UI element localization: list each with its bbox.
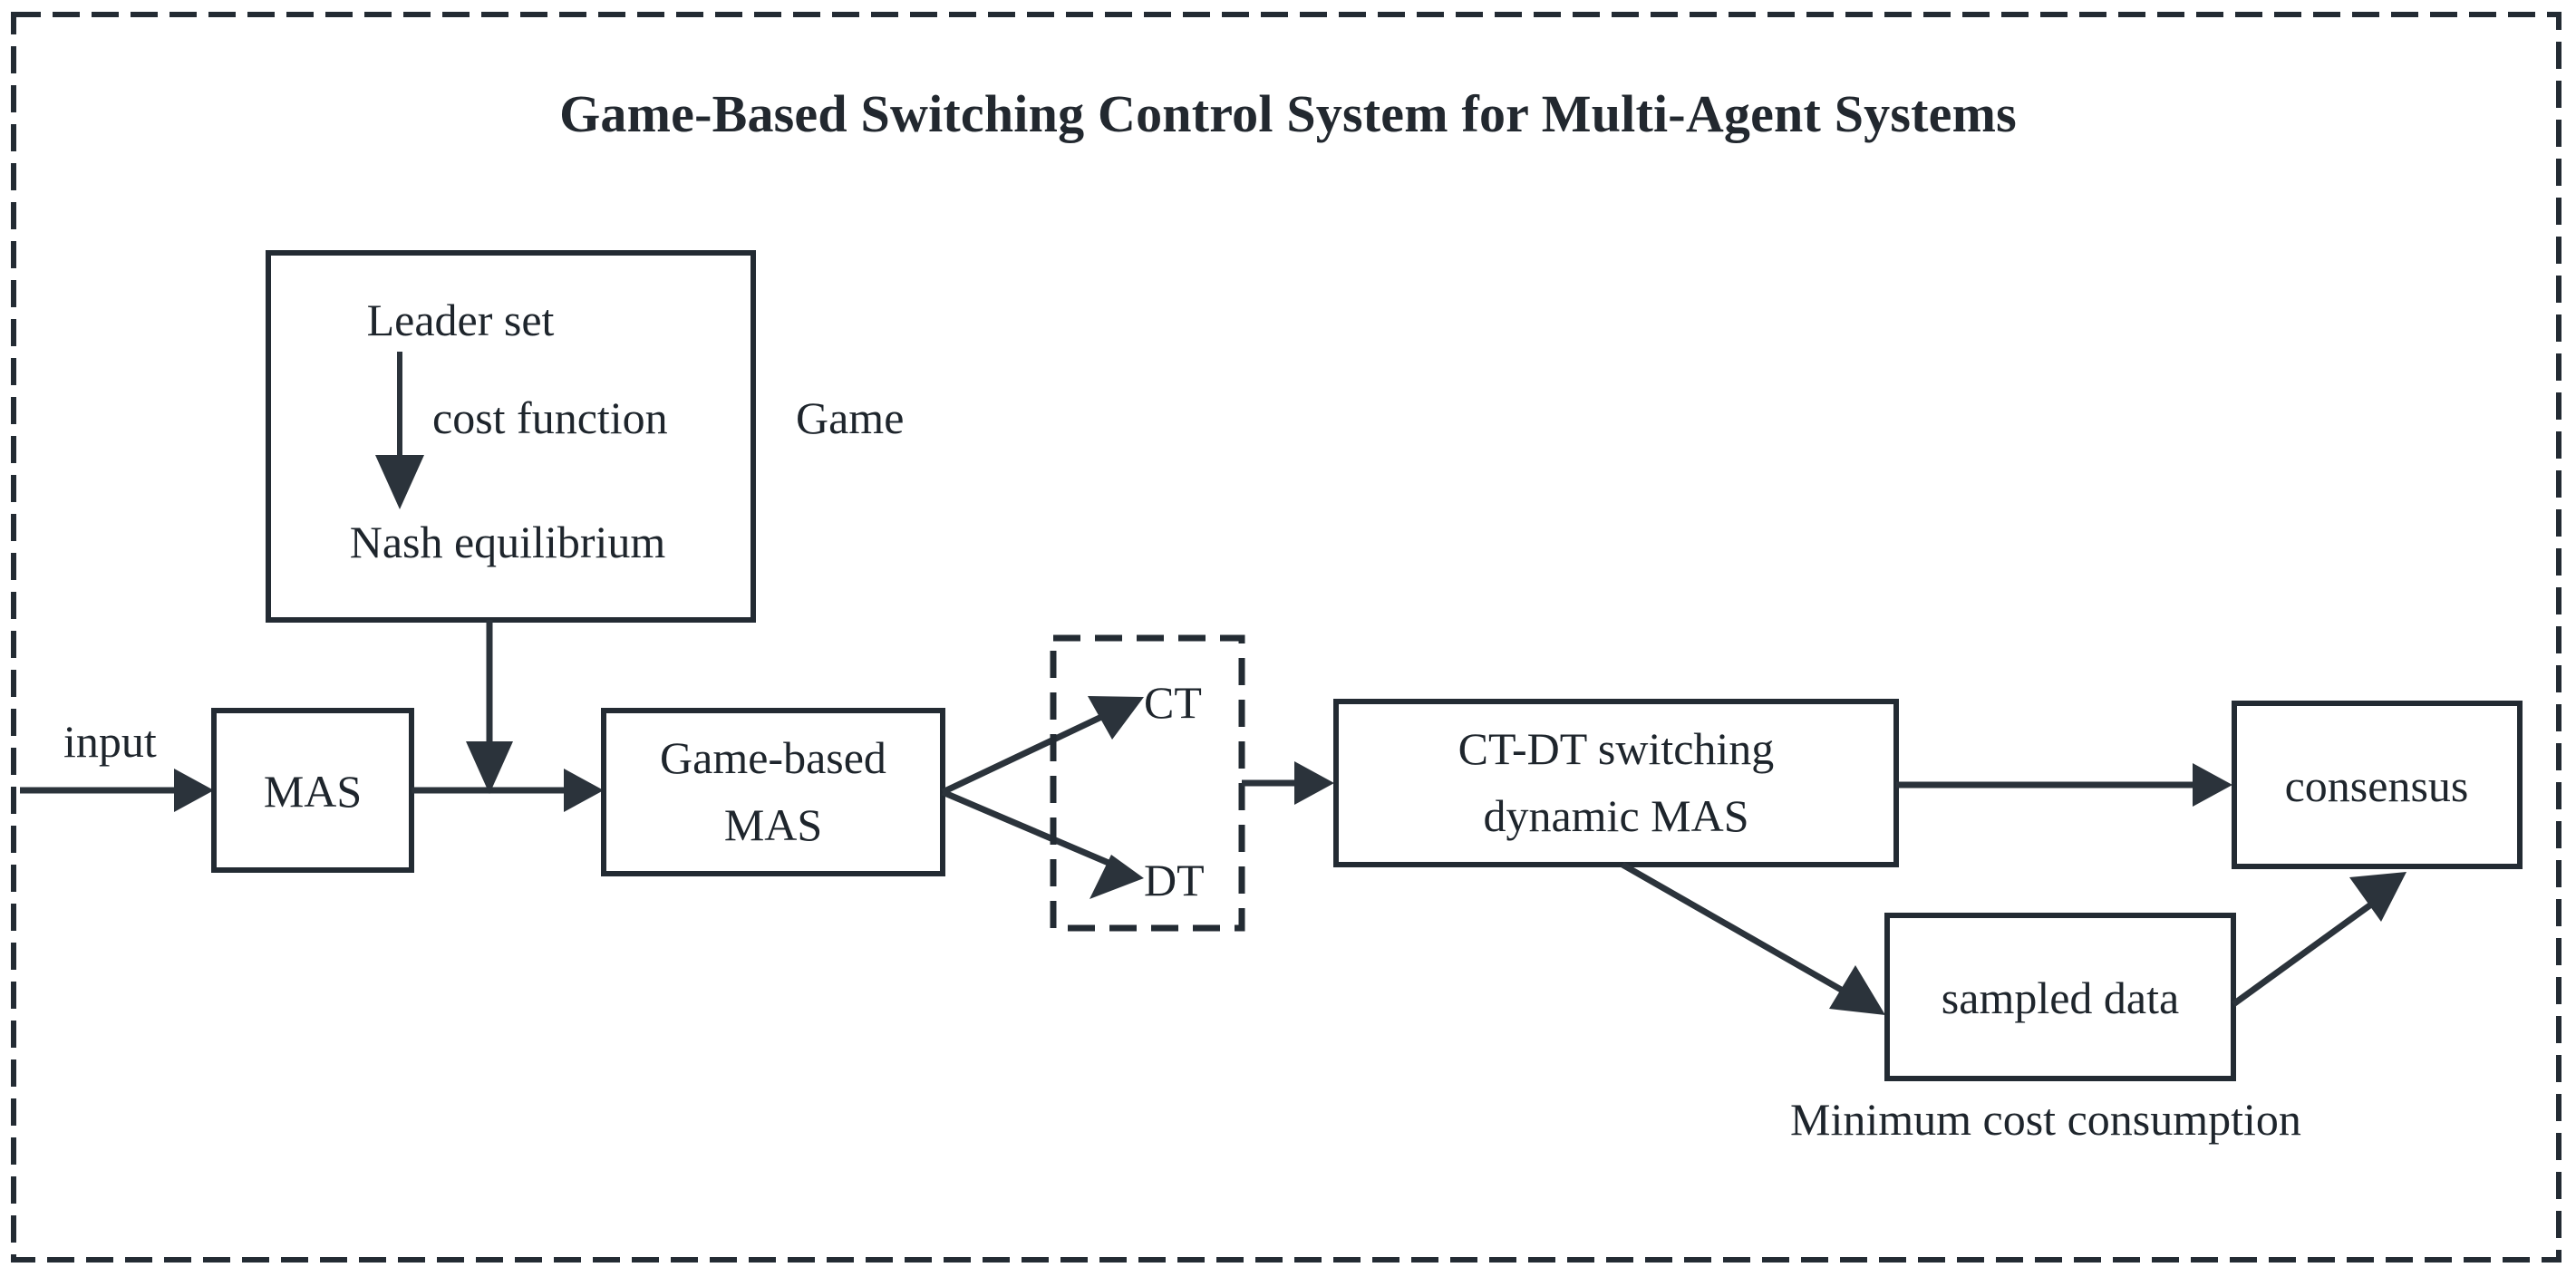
game-box-leader-set-label: Leader set xyxy=(367,295,555,345)
cost-function-label: cost function xyxy=(432,392,668,443)
outer-dashed-frame xyxy=(11,12,2561,1262)
split-to-dt-arrow-head xyxy=(1089,855,1144,899)
split-to-ct-line xyxy=(941,707,1117,796)
sampled-data-to-consensus-arrow-head xyxy=(2349,872,2407,922)
input-label: input xyxy=(63,716,157,767)
cost-function-arrow-head xyxy=(375,455,424,509)
game-label: Game xyxy=(796,392,904,443)
ctdt-to-sampled-data-line xyxy=(1621,861,1851,998)
node-mas-label: MAS xyxy=(264,766,362,817)
switch-option-dt-label[interactable]: DT xyxy=(1144,855,1205,905)
mas-to-game-based-arrow-head xyxy=(564,769,604,812)
node-game-based-mas-label-line1: Game-based xyxy=(660,732,886,783)
switch-option-ct-label[interactable]: CT xyxy=(1144,677,1202,728)
node-consensus[interactable] xyxy=(2232,701,2523,869)
ctdt-to-sampled-data-arrow-head xyxy=(1829,965,1885,1015)
game-box[interactable] xyxy=(266,250,756,623)
ctdt-to-consensus-arrow-head xyxy=(2193,763,2232,807)
split-to-ct-arrow-head xyxy=(1088,696,1144,740)
split-to-dt-line xyxy=(941,788,1117,869)
page-title: Game-Based Switching Control System for … xyxy=(559,84,2017,143)
sampled-data-to-consensus-line xyxy=(2231,899,2377,1007)
node-sampled-data[interactable] xyxy=(1884,913,2236,1081)
minimum-cost-consumption-label: Minimum cost consumption xyxy=(1790,1094,2301,1145)
switch-to-ctdt-arrow-head xyxy=(1294,761,1334,805)
game-box-downlink-arrow-head xyxy=(466,741,513,794)
game-box-nash-equilibrium-label: Nash equilibrium xyxy=(350,517,666,567)
node-ct-dt-switching-label-line1: CT-DT switching xyxy=(1458,723,1775,774)
node-consensus-label: consensus xyxy=(2285,760,2469,811)
node-sampled-data-label: sampled data xyxy=(1942,972,2179,1023)
node-mas[interactable] xyxy=(211,708,414,873)
input-arrow-head xyxy=(174,769,214,812)
node-ct-dt-switching[interactable] xyxy=(1333,699,1899,867)
node-game-based-mas-label-line2: MAS xyxy=(724,799,822,850)
node-ct-dt-switching-label-line2: dynamic MAS xyxy=(1483,790,1748,841)
